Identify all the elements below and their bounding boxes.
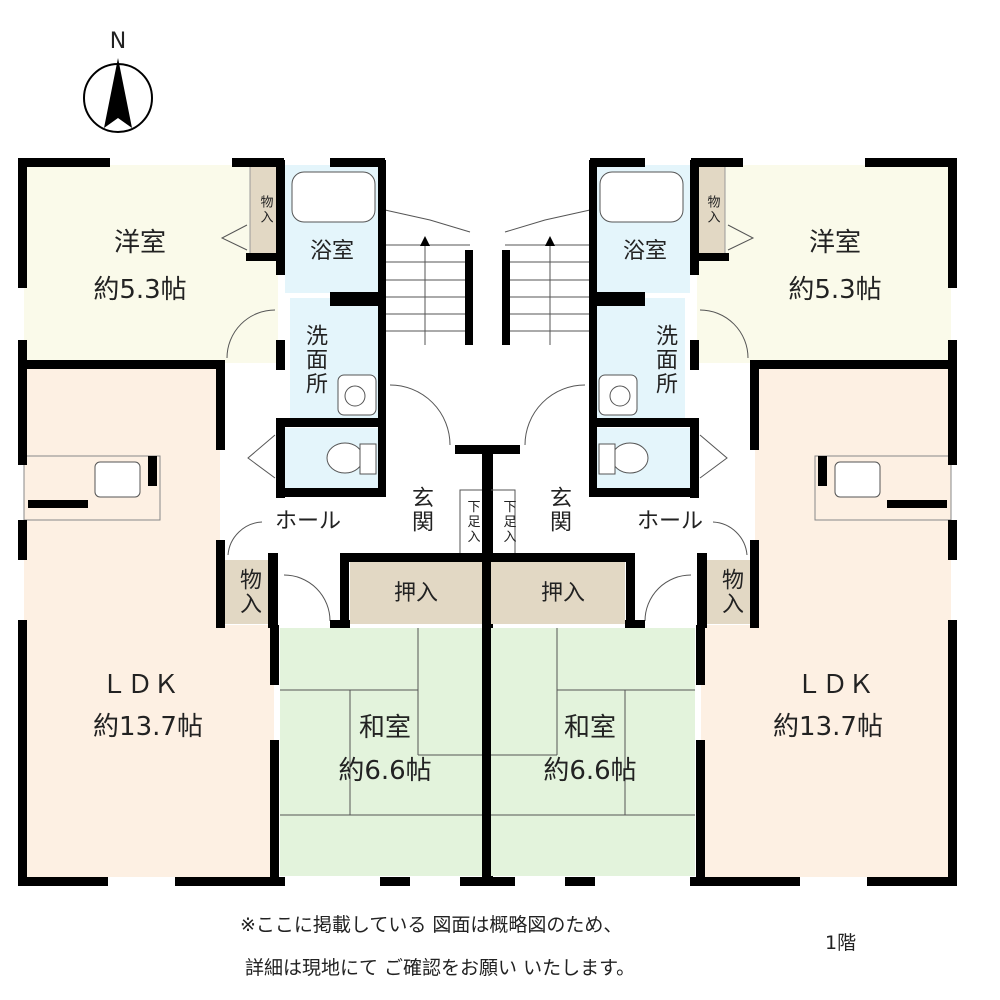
closet-small-label: 物入 xyxy=(704,195,720,225)
hall-label: ホール xyxy=(636,509,704,534)
washroom-label: 洗面所 xyxy=(302,324,327,396)
disclaimer-line-2: 詳細は現地にて ご確認をお願い いたします。 xyxy=(245,957,636,979)
japanese-room-size: 約6.6帖 xyxy=(543,756,637,786)
hall-label: ホール xyxy=(274,509,342,534)
ldk-size: 約13.7帖 xyxy=(93,712,203,742)
shoe-storage-label: 下足入 xyxy=(500,499,516,545)
western-room-size: 約5.3帖 xyxy=(788,275,882,305)
ldk-label: ＬＤＫ xyxy=(795,670,875,700)
storage-label: 物入 xyxy=(236,568,261,616)
storage-label: 物入 xyxy=(718,568,743,616)
closet-small-label: 物入 xyxy=(257,195,273,225)
compass-label: N xyxy=(109,29,127,54)
floor-label: 1階 xyxy=(825,932,857,954)
shoe-storage-label: 下足入 xyxy=(464,499,480,545)
bath-label: 浴室 xyxy=(622,239,668,264)
bath-label: 浴室 xyxy=(309,239,355,264)
japanese-room-label: 和室 xyxy=(358,713,412,743)
entrance-label: 玄関 xyxy=(546,486,571,534)
western-room-size: 約5.3帖 xyxy=(93,275,187,305)
japanese-room-label: 和室 xyxy=(563,713,617,743)
north-compass-icon xyxy=(83,58,153,133)
ldk-size: 約13.7帖 xyxy=(773,712,883,742)
washroom-label: 洗面所 xyxy=(652,324,677,396)
ldk-label: ＬＤＫ xyxy=(100,670,180,700)
japanese-room-size: 約6.6帖 xyxy=(338,756,432,786)
entrance-label: 玄関 xyxy=(408,486,433,534)
western-room-label: 洋室 xyxy=(113,228,167,258)
western-room-label: 洋室 xyxy=(808,228,862,258)
oshiire-label: 押入 xyxy=(393,581,439,606)
oshiire-label: 押入 xyxy=(540,581,586,606)
disclaimer-line-1: ※ここに掲載している 図面は概略図のため、 xyxy=(240,914,623,936)
